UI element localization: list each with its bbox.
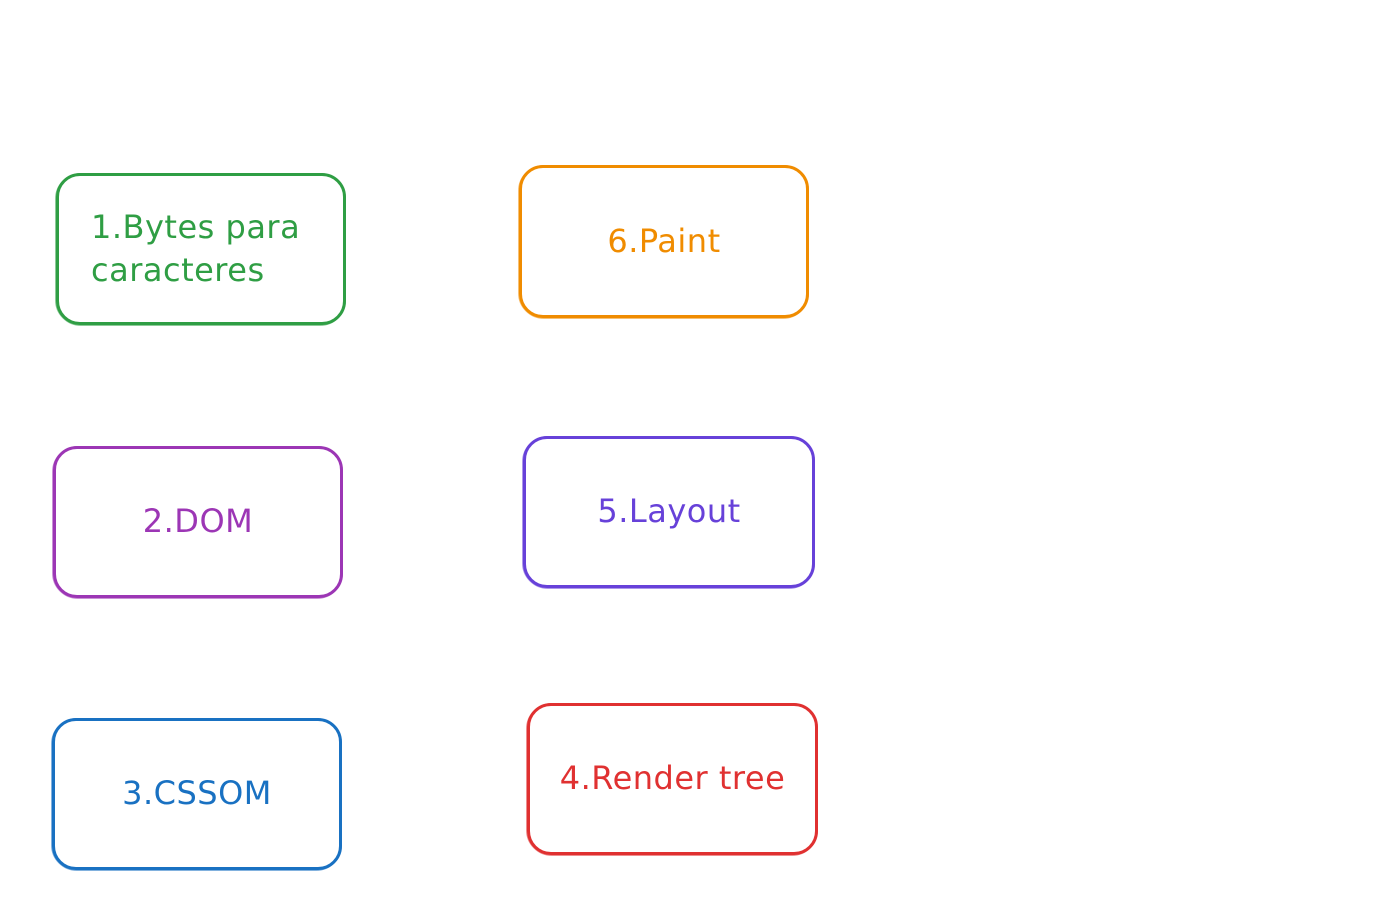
node-bytes-to-characters[interactable]: 1.Bytes para caracteres: [55, 173, 346, 326]
node-paint[interactable]: 6.Paint: [518, 165, 809, 319]
node-label: 2.DOM: [142, 502, 254, 541]
node-label: 5.Layout: [597, 492, 741, 531]
node-cssom[interactable]: 3.CSSOM: [51, 718, 342, 871]
node-label: 6.Paint: [607, 221, 721, 260]
node-dom[interactable]: 2.DOM: [52, 446, 343, 599]
node-render-tree[interactable]: 4.Render tree: [526, 703, 818, 856]
node-layout[interactable]: 5.Layout: [522, 436, 815, 589]
node-label: 3.CSSOM: [122, 774, 272, 813]
node-label: 4.Render tree: [559, 759, 786, 798]
node-label: 1.Bytes para caracteres: [91, 207, 301, 289]
